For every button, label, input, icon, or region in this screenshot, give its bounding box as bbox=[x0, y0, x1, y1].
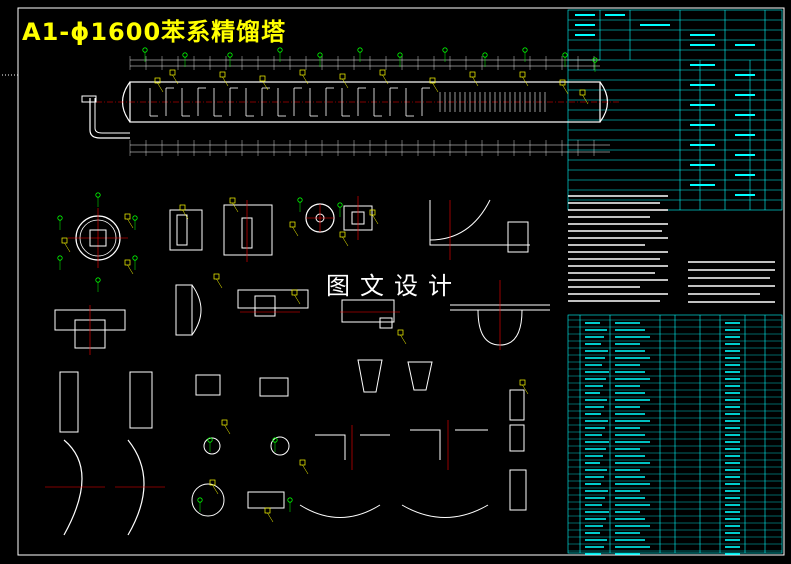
technical-notes-2 bbox=[688, 261, 775, 303]
leader-balloons bbox=[61, 69, 589, 523]
detail-bolt bbox=[175, 284, 202, 336]
detail-column-small bbox=[509, 389, 527, 511]
detail-tee-joint bbox=[450, 280, 550, 350]
column-elevation bbox=[81, 81, 620, 139]
dimension-marks bbox=[57, 47, 598, 512]
detail-nozzle-orientation bbox=[68, 208, 128, 268]
detail-handwheel-1 bbox=[305, 203, 335, 233]
technical-notes bbox=[568, 195, 668, 302]
column-dimensions bbox=[130, 59, 610, 153]
title-block-text-marks bbox=[575, 14, 755, 196]
detail-manhole bbox=[54, 305, 126, 355]
parts-list bbox=[567, 314, 783, 554]
dimension-ticks bbox=[129, 56, 595, 156]
parts-list-rows bbox=[568, 319, 782, 555]
detail-small-parts bbox=[191, 359, 433, 517]
detail-tray-supports bbox=[299, 420, 489, 518]
drawing-frame bbox=[17, 7, 785, 556]
drawing-title: A1-ϕ1600苯系精馏塔 bbox=[22, 18, 287, 46]
column-trays bbox=[149, 87, 546, 117]
detail-weld-2 bbox=[340, 299, 400, 329]
detail-heads bbox=[45, 439, 165, 536]
title-block-top bbox=[567, 9, 783, 211]
detail-flange-2 bbox=[343, 196, 373, 240]
detail-plate-1 bbox=[59, 371, 153, 433]
detail-i bbox=[169, 200, 273, 262]
watermark: 图文设计 bbox=[326, 272, 462, 300]
detail-weld-1 bbox=[237, 289, 309, 317]
detail-skirt-section bbox=[429, 199, 530, 260]
